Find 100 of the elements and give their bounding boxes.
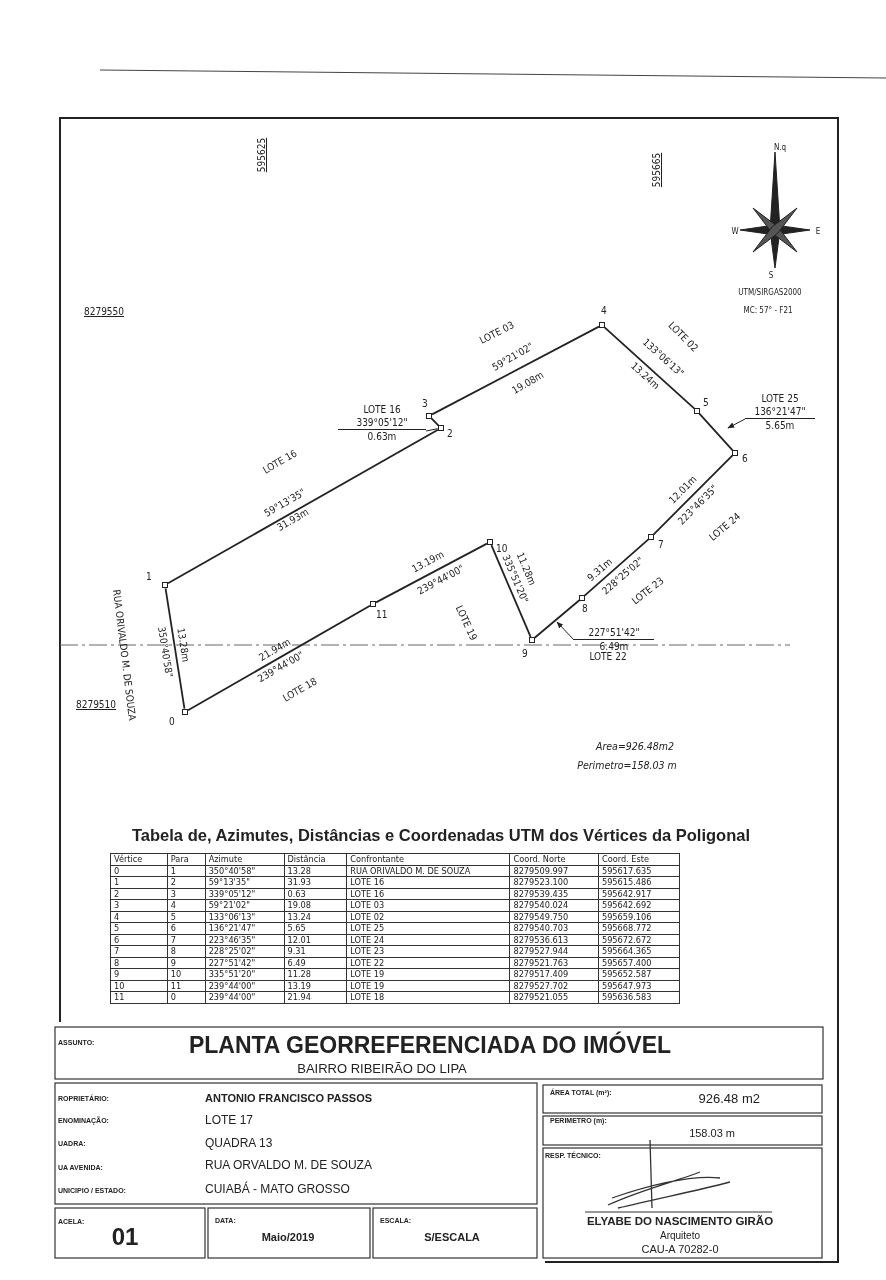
vertex-number: 6 [742, 454, 748, 464]
column-header: Azimute [205, 853, 284, 865]
vertex-number: 7 [658, 540, 664, 550]
table-cell: 350°40'58" [205, 865, 284, 877]
table-cell: 5 [110, 922, 168, 934]
boundary-line [375, 542, 488, 604]
table-cell: 595647.973 [598, 980, 680, 992]
table-cell: 133°06'13" [205, 911, 284, 923]
table-cell: 5 [167, 911, 206, 923]
vertex-number: 10 [496, 544, 508, 554]
table-cell: 7 [167, 934, 206, 946]
table-cell: 8 [110, 957, 168, 969]
table-cell: 8279539.435 [509, 888, 599, 900]
table-cell: 239°44'00" [205, 980, 284, 992]
table-cell: 11 [110, 991, 168, 1003]
table-cell: LOTE 22 [346, 957, 510, 969]
table-cell: 4 [167, 899, 206, 911]
table-cell: 8279536.613 [509, 934, 599, 946]
distance-label: 13.28m [175, 627, 191, 663]
table-cell: 0 [110, 865, 168, 877]
compass-letter: N.q [773, 144, 787, 152]
table-cell: 8279540.703 [509, 922, 599, 934]
vertex-number: 8 [582, 604, 588, 614]
field-value: S/ESCALA [424, 1231, 480, 1243]
table-cell: LOTE 03 [346, 899, 510, 911]
table-title: Tabela de, Azimutes, Distâncias e Coordenadas UTM dos Vértices da Poligonal [132, 826, 750, 844]
table-cell: LOTE 16 [346, 876, 510, 888]
callout-text: 5.65m [764, 419, 796, 432]
table-cell: 5.65 [284, 922, 347, 934]
field-value: Maio/2019 [261, 1231, 315, 1243]
column-header: Coord. Norte [509, 853, 599, 865]
column-header: Para [167, 853, 206, 865]
boundary-line [698, 412, 734, 452]
table-cell: 228°25'02" [205, 945, 284, 957]
projection-note: UTM/SIRGAS2000 [738, 289, 802, 297]
table-cell: 0 [167, 991, 206, 1003]
table-cell: LOTE 19 [346, 968, 510, 980]
table-cell: 595657.400 [598, 957, 680, 969]
vertex-number: 4 [601, 306, 607, 316]
table-cell: 59°13'35" [205, 876, 284, 888]
field-value: 158.03 m [689, 1127, 735, 1139]
coordinate-label: 8279510 [75, 700, 117, 710]
table-cell: 335°51'20" [205, 968, 284, 980]
field-value: QUADRA 13 [205, 1137, 273, 1149]
field-value: CAU-A 70282-0 [641, 1243, 719, 1255]
table-cell: 59°21'02" [205, 899, 284, 911]
table-cell: LOTE 18 [346, 991, 510, 1003]
table-cell: 136°21'47" [205, 922, 284, 934]
column-header: Distância [284, 853, 347, 865]
table-cell: 9 [167, 957, 206, 969]
field-value: 01 [111, 1225, 139, 1249]
coordinate-label: 595665 [652, 152, 662, 188]
table-cell: 9.31 [284, 945, 347, 957]
field-value: CUIABÁ - MATO GROSSO [205, 1183, 350, 1195]
projection-note: MC: 57° - F21 [743, 307, 793, 315]
table-cell: 12.01 [284, 934, 347, 946]
table-cell: 8279540.024 [509, 899, 599, 911]
table-cell: 595642.692 [598, 899, 680, 911]
vertex-number: 11 [376, 610, 388, 620]
table-cell: LOTE 02 [346, 911, 510, 923]
lot-label: LOTE 22 [589, 652, 627, 662]
column-header: Coord. Este [598, 853, 680, 865]
leader-line [727, 418, 746, 429]
column-header: Confrontante [346, 853, 510, 865]
boundary-line [430, 417, 440, 427]
table-cell: 13.24 [284, 911, 347, 923]
table-cell: 227°51'42" [205, 957, 284, 969]
table-cell: 11 [167, 980, 206, 992]
vertex-number: 2 [447, 429, 453, 439]
table-cell: 1 [167, 865, 206, 877]
field-value: RUA ORVALDO M. DE SOUZA [205, 1159, 372, 1171]
column-header: Vértice [110, 853, 168, 865]
table-cell: 10 [110, 980, 168, 992]
table-cell: 595672.672 [598, 934, 680, 946]
vertex-number: 0 [169, 717, 175, 727]
table-cell: 0.63 [284, 888, 347, 900]
vertex-number: 9 [522, 649, 528, 659]
table-cell: LOTE 25 [346, 922, 510, 934]
table-cell: LOTE 16 [346, 888, 510, 900]
table-cell: 10 [167, 968, 206, 980]
coordinate-label: 8279550 [83, 307, 125, 317]
boundary-line [583, 538, 650, 597]
table-cell: 595652.587 [598, 968, 680, 980]
table-cell: 1 [110, 876, 168, 888]
table-cell: 8279517.409 [509, 968, 599, 980]
compass-letter: S [768, 272, 774, 280]
table-cell: 3 [167, 888, 206, 900]
boundary-line [490, 544, 532, 638]
table-cell: 13.19 [284, 980, 347, 992]
field-value: LOTE 17 [205, 1114, 254, 1126]
table-cell: 239°44'00" [205, 991, 284, 1003]
lot-label: LOTE 03 [478, 320, 516, 346]
table-cell: 4 [110, 911, 168, 923]
table-cell: 9 [110, 968, 168, 980]
lot-label: LOTE 25 [760, 392, 800, 405]
boundary-line [187, 604, 371, 712]
field-value: Arquiteto [660, 1231, 700, 1241]
boundary-line [533, 599, 581, 639]
vertex-number: 3 [422, 399, 428, 409]
table-cell: 19.08 [284, 899, 347, 911]
